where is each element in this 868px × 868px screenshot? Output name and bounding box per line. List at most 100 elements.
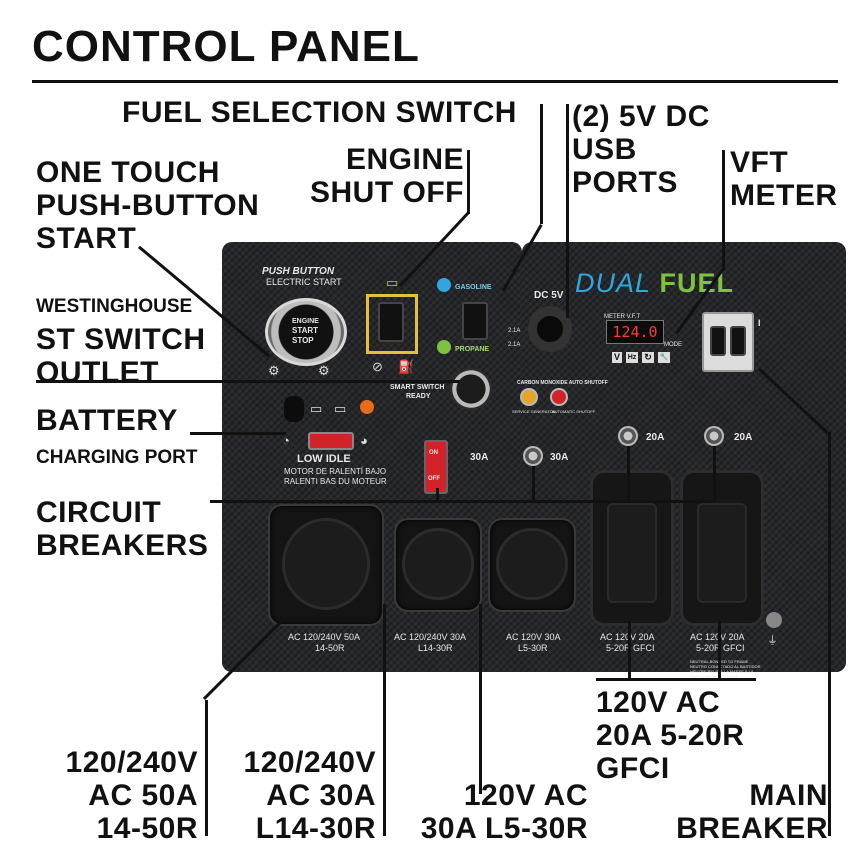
co-service-indicator	[520, 388, 538, 406]
leader-outlet-50a	[205, 700, 208, 836]
gfci-outlet-1-face	[607, 503, 657, 603]
start-button-label-2: START	[292, 326, 319, 335]
meter-key-hz: Hz	[626, 352, 638, 363]
leader-engine-shutoff	[467, 150, 470, 214]
circuit-breaker-30a-switch[interactable]	[424, 440, 448, 494]
breaker-off-label: OFF	[428, 476, 440, 482]
callout-fuel-selection: FUEL SELECTION SWITCH	[122, 96, 517, 129]
leader-usb	[566, 104, 569, 318]
ground-terminal[interactable]	[766, 612, 782, 628]
start-button-label-1: ENGINE	[292, 318, 319, 325]
main-breaker-on-mark: I	[758, 318, 761, 328]
propane-icon	[437, 340, 451, 354]
push-button-title: PUSH BUTTON	[262, 266, 335, 277]
leader-fuel-selection	[540, 104, 543, 224]
co-service-label: SERVICE GENERATOR	[512, 409, 556, 414]
neutral-note-2: NEUTRO CONECTADO AL BASTIDOR	[690, 664, 761, 669]
dc-5v-label: DC 5V	[534, 290, 564, 301]
breaker-20a-1-label: 20A	[646, 432, 665, 443]
gasoline-label: GASOLINE	[455, 284, 492, 291]
leader-vft	[722, 150, 725, 270]
battery-charging-port[interactable]	[284, 396, 304, 422]
outlet-l14-30r-face	[402, 528, 474, 600]
usb-amp-1: 2.1A	[508, 328, 521, 334]
engine-off-icon: ⊘	[372, 359, 383, 374]
co-shutoff-indicator	[550, 388, 568, 406]
battery-check-icon: ▭	[334, 401, 347, 416]
circuit-breaker-30a-button[interactable]	[523, 446, 543, 466]
leader-outlet-l14	[383, 604, 386, 836]
circuit-breaker-20a-2[interactable]	[704, 426, 724, 446]
gauge-low-icon: ◔	[282, 433, 290, 448]
outlet-l5-30r-label-1: AC 120V 30A	[506, 632, 561, 642]
leader-breaker-a	[436, 488, 439, 502]
leader-st-switch	[36, 380, 460, 383]
leader-outlet-l5	[479, 604, 482, 794]
st-switch-outlet[interactable]	[450, 368, 492, 410]
smart-switch-label-2: READY	[406, 393, 431, 400]
meter-key-time: ↻	[642, 352, 654, 363]
propane-label: PROPANE	[455, 346, 490, 353]
start-button-label-3: STOP	[292, 336, 314, 345]
meter-key-v: V	[612, 352, 622, 363]
smart-switch-label-1: SMART SWITCH	[390, 384, 445, 391]
main-breaker-toggle-left	[710, 326, 726, 356]
battery-status-icon: ▭	[310, 401, 323, 416]
leader-gfci-right	[718, 620, 721, 680]
outlet-14-50r[interactable]	[268, 504, 384, 626]
battery-icon: ▭	[386, 275, 399, 290]
neutral-note-3: NEUTRE RELIÉ À LA MASSE À LA	[690, 669, 754, 674]
outlet-l5-30r-face	[496, 528, 568, 600]
breaker-20a-2-label: 20A	[734, 432, 753, 443]
outlet-l5-30r[interactable]	[488, 518, 576, 612]
gauge-high-icon: ◕	[360, 433, 368, 448]
leader-breaker-d	[713, 446, 716, 502]
engine-start-icon: ⚙	[268, 363, 280, 378]
breaker-on-label: ON	[429, 450, 438, 456]
gfci-2-label-1: AC 120V 20A	[690, 632, 745, 642]
engine-stop-icon: ⚙	[318, 363, 330, 378]
vft-meter-label: METER V.F.T	[604, 314, 641, 320]
outlet-14-50r-label-2: 14-50R	[315, 643, 345, 653]
usb-port-cover[interactable]	[528, 306, 572, 352]
breaker-30a-label-left: 30A	[470, 452, 489, 463]
leader-breaker-b	[532, 466, 535, 502]
outlet-l5-30r-label-2: L5-30R	[518, 643, 548, 653]
engine-shutoff-frame	[366, 294, 418, 354]
engine-shutoff-switch[interactable]	[378, 302, 404, 342]
gfci-outlet-1[interactable]	[590, 470, 674, 626]
gfci-outlet-2[interactable]	[680, 470, 764, 626]
engine-start-stop-button[interactable]	[265, 298, 347, 366]
circuit-breaker-20a-1[interactable]	[618, 426, 638, 446]
gasoline-icon	[437, 278, 451, 292]
outlet-l14-30r[interactable]	[394, 518, 482, 612]
co-shutoff-title: CARBON MONOXIDE AUTO SHUTOFF	[517, 380, 608, 386]
breaker-30a-label-right: 30A	[550, 452, 569, 463]
low-idle-label: LOW IDLE	[297, 453, 351, 465]
title-divider	[32, 80, 838, 83]
low-idle-spanish: MOTOR DE RALENTÍ BAJO	[284, 467, 387, 476]
usb-amp-2: 2.1A	[508, 342, 521, 348]
outlet-l14-30r-label-1: AC 120/240V 30A	[394, 632, 467, 642]
leader-gfci-left	[628, 620, 631, 680]
fuel-can-icon: ⛽	[398, 359, 415, 374]
main-breaker-toggle-right	[730, 326, 746, 356]
gfci-outlet-2-face	[697, 503, 747, 603]
low-idle-switch[interactable]	[308, 432, 354, 450]
ground-icon: ⏚	[767, 635, 778, 647]
vft-mode-label: MODE	[664, 342, 682, 348]
vft-meter-display: 124.0	[606, 320, 664, 344]
meter-key-service: 🔧	[658, 352, 670, 363]
outlet-14-50r-label-1: AC 120/240V 50A	[288, 632, 361, 642]
fuel-selection-switch[interactable]	[462, 302, 488, 340]
